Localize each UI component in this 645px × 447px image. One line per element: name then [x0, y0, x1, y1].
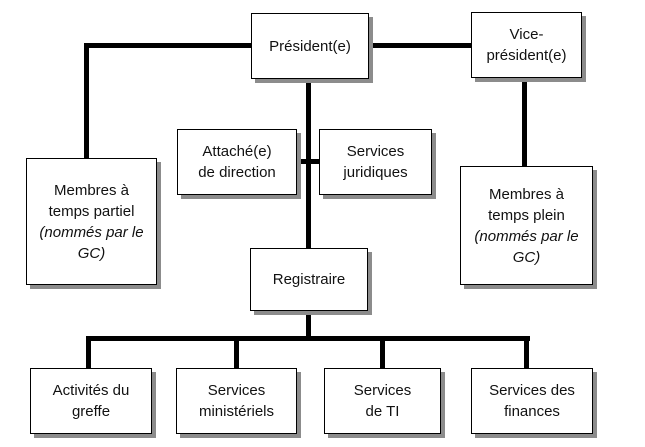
box-note-line: (nommés par le	[474, 227, 579, 245]
box-label-line: Vice-	[509, 26, 544, 43]
box-label-line: ministériels	[198, 403, 274, 420]
connector-trunk	[306, 80, 311, 248]
connector-branch-2	[234, 336, 239, 368]
box-services-ti: Services de TI	[324, 368, 441, 434]
box-label-line: Services	[207, 382, 266, 399]
connector-branch-1	[86, 336, 91, 368]
box-label-line: Membres à	[488, 185, 565, 203]
box-services-juridiques: Services juridiques	[319, 129, 432, 195]
connector-bottom-horizontal	[86, 336, 530, 341]
box-label-line: président(e)	[486, 47, 567, 64]
box-membres-temps-partiel: Membres à temps partiel (nommés par le GC)	[26, 158, 157, 285]
box-label-line: finances	[504, 403, 560, 420]
box-label-line: Services des	[489, 382, 575, 399]
box-label-line: Services	[346, 143, 405, 160]
box-label-line: Services	[353, 382, 412, 399]
box-services-finances: Services des finances	[471, 368, 593, 434]
box-note-line: (nommés par le	[39, 223, 144, 241]
connector-left-horizontal	[84, 43, 252, 48]
box-label-line: Activités du	[52, 382, 130, 399]
box-president: Président(e)	[251, 13, 369, 79]
box-label-line: greffe	[71, 403, 111, 420]
box-attache-direction: Attaché(e) de direction	[177, 129, 297, 195]
box-label-line: Membres à	[53, 181, 130, 199]
connector-staff-horizontal	[296, 159, 320, 164]
box-label-line: juridiques	[343, 164, 408, 181]
box-vice-president: Vice-président(e)	[471, 12, 582, 78]
box-activites-greffe: Activités du greffe	[30, 368, 152, 434]
box-label-line: de direction	[198, 164, 276, 181]
box-label-line: Attaché(e)	[202, 143, 272, 160]
connector-right-vertical	[522, 64, 527, 167]
connector-president-to-vp	[368, 43, 472, 48]
box-note-line: GC)	[512, 248, 541, 266]
box-label-line: Président(e)	[269, 37, 351, 55]
box-registraire: Registraire	[250, 248, 368, 311]
box-label-line: Registraire	[272, 271, 346, 288]
box-label-line: de TI	[365, 403, 400, 420]
connector-branch-4	[524, 336, 529, 368]
connector-left-vertical	[84, 43, 89, 159]
box-note-line: GC)	[77, 244, 106, 262]
box-label-line: temps partiel	[48, 202, 135, 220]
box-services-ministeriels: Services ministériels	[176, 368, 297, 434]
box-membres-temps-plein: Membres à temps plein (nommés par le GC)	[460, 166, 593, 285]
connector-registrar-down	[306, 310, 311, 340]
connector-branch-3	[380, 336, 385, 368]
box-label-line: temps plein	[488, 206, 565, 224]
